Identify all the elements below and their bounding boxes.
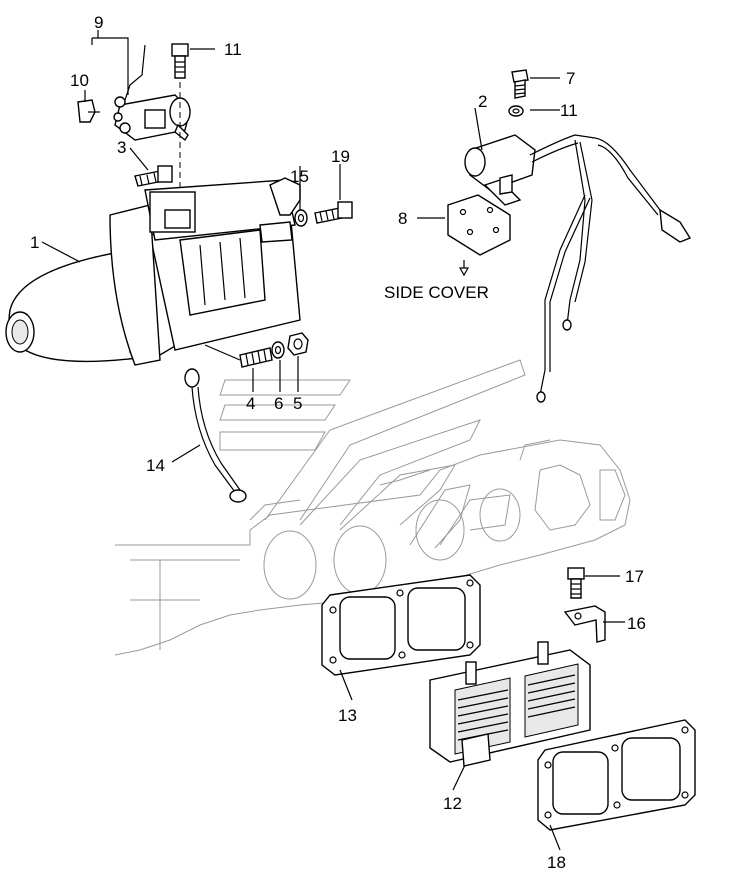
relay-2 [464, 134, 692, 403]
bolt-11-top [171, 43, 189, 190]
gasket-13 [321, 574, 481, 676]
callout-16: 16 [627, 614, 646, 633]
callout-5: 5 [293, 394, 302, 413]
leader-lines [41, 30, 625, 851]
washer-11-right [508, 105, 524, 117]
starter-motor [5, 177, 301, 366]
ground-cable-14 [184, 368, 247, 503]
callout-17: 17 [625, 567, 644, 586]
air-heater-12 [429, 641, 591, 767]
nut-5 [287, 332, 309, 356]
callout-13: 13 [338, 706, 357, 725]
engine-block-background [114, 359, 631, 656]
callout-11-right: 11 [560, 101, 578, 120]
bolt-17 [567, 567, 585, 599]
side-cover-caption: SIDE COVER [384, 283, 489, 302]
washer-6 [271, 341, 285, 359]
callout-labels: 1 2 3 4 5 6 7 8 9 10 11 11 12 13 14 15 1… [30, 13, 646, 872]
callout-14: 14 [146, 456, 165, 475]
callout-15: 15 [290, 167, 309, 186]
callout-1: 1 [30, 233, 39, 252]
callout-8: 8 [398, 209, 407, 228]
stud-4 [239, 347, 273, 368]
washer-15 [294, 209, 308, 227]
callout-12: 12 [443, 794, 462, 813]
callout-9: 9 [94, 13, 103, 32]
bolt-7 [511, 69, 529, 99]
callout-19: 19 [331, 147, 350, 166]
bolt-19 [314, 201, 353, 224]
callout-11-top: 11 [224, 40, 242, 59]
callout-2: 2 [478, 92, 487, 111]
callout-18: 18 [547, 853, 566, 872]
callout-4: 4 [246, 394, 255, 413]
solenoid-switch [77, 44, 191, 142]
gasket-18 [537, 719, 696, 831]
side-cover-plate-8 [447, 194, 511, 277]
callout-10: 10 [70, 71, 89, 90]
callout-3: 3 [117, 138, 126, 157]
callout-7: 7 [566, 69, 575, 88]
callout-6: 6 [274, 394, 283, 413]
bolt-3 [134, 165, 173, 187]
bracket-16 [563, 605, 606, 643]
